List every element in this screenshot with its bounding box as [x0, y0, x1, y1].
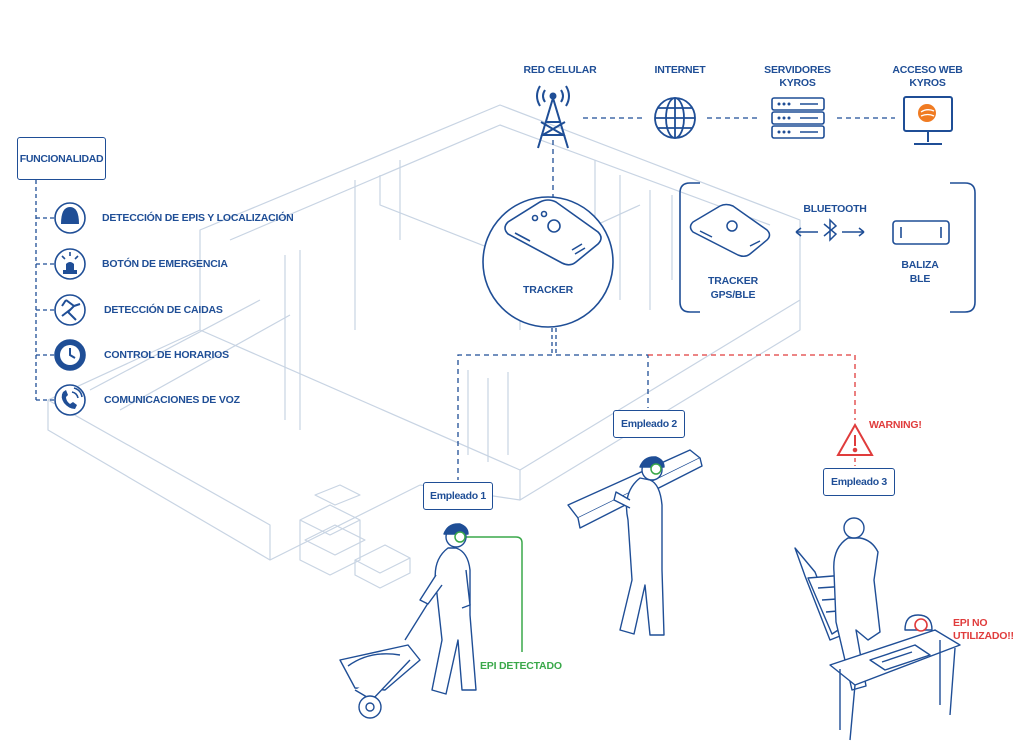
construction-site-background: [47, 104, 801, 589]
worker-1-illustration: [339, 523, 477, 719]
functionality-item-epi: DETECCIÓN DE EPIS Y LOCALIZACIÓN: [102, 212, 294, 224]
worker-3-epi-icon: [914, 618, 928, 632]
cell-tower-icon: [536, 85, 570, 149]
monitor-icon: [903, 96, 953, 145]
beacon-icon: [892, 220, 950, 245]
employee-3-box: Empleado 3: [823, 468, 895, 496]
functionality-tree: [35, 180, 55, 401]
employee-1-box: Empleado 1: [423, 482, 493, 510]
tracker-label: TRACKER: [523, 284, 573, 296]
bluetooth-icon: [795, 218, 865, 242]
worker-1-epi-icon: [454, 531, 466, 543]
functionality-title-box: FUNCIONALIDAD: [17, 137, 106, 180]
network-internet-label: INTERNET: [654, 64, 706, 76]
network-web-label: ACCESO WEB KYROS: [892, 64, 963, 89]
functionality-item-emergency: BOTÓN DE EMERGENCIA: [102, 258, 228, 270]
ble-tracker-device-icon: [689, 203, 771, 258]
network-cellular-label: RED CELULAR: [523, 64, 597, 76]
bluetooth-label: BLUETOOTH: [803, 203, 867, 215]
epi-not-used-label: EPI NO UTILIZADO!!: [953, 617, 1014, 642]
epi-detected-link: [466, 536, 523, 652]
warning-icon: [836, 422, 874, 456]
warning-label: WARNING!: [869, 419, 922, 431]
employee-2-box: Empleado 2: [613, 410, 685, 438]
tracker-device-icon: [504, 199, 602, 266]
functionality-item-schedule: CONTROL DE HORARIOS: [104, 349, 229, 361]
epi-detected-label: EPI DETECTADO: [480, 660, 562, 672]
worker-3-illustration: [794, 517, 961, 741]
network-servers-label: SERVIDORES KYROS: [764, 64, 831, 89]
functionality-item-fall: DETECCIÓN DE CAIDAS: [104, 304, 223, 316]
network-connectors: [552, 117, 895, 205]
functionality-item-voice: COMUNICACIONES DE VOZ: [104, 394, 240, 406]
worker-link-red: [648, 354, 856, 420]
server-icon: [771, 97, 825, 139]
ble-tracker-label: TRACKER GPS/BLE: [708, 275, 758, 301]
tracker-node: [482, 196, 614, 328]
beacon-label: BALIZA BLE: [901, 259, 939, 285]
worker-2-epi-icon: [650, 463, 662, 475]
functionality-icons: [54, 202, 86, 416]
ble-panel-frame: [679, 182, 976, 313]
worker-2-illustration: [567, 449, 703, 636]
globe-icon: [654, 97, 696, 139]
